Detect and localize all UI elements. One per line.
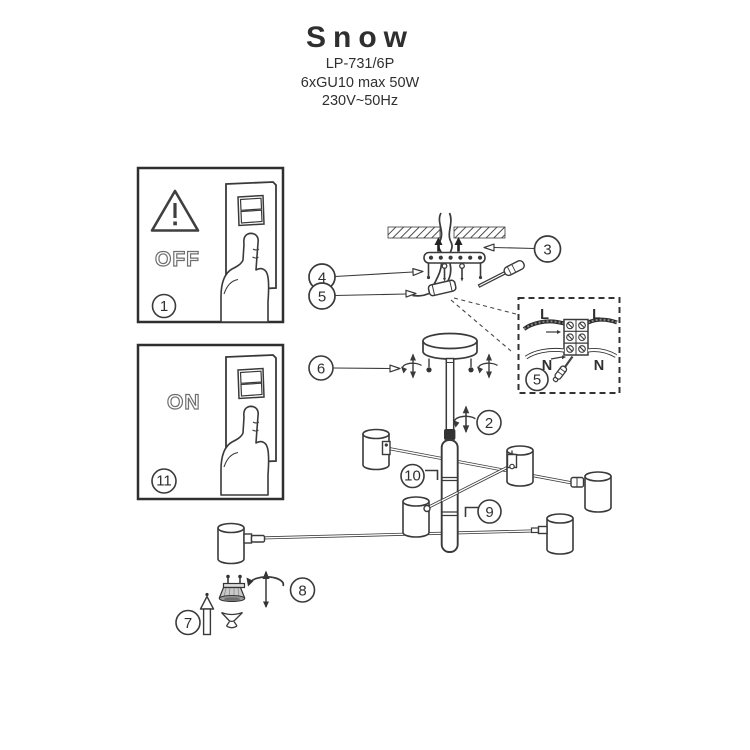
lamp-shade-3	[584, 471, 612, 513]
callout-6: 6	[308, 355, 401, 381]
callout-10: 10	[400, 463, 439, 489]
callout-11: 11	[151, 468, 177, 494]
callout-2: 2	[452, 404, 502, 436]
line-label-right: L	[592, 307, 601, 323]
voltage-spec: 230V~50Hz	[322, 93, 398, 109]
shade-mounts	[243, 440, 585, 544]
callout-4-number: 4	[318, 270, 326, 287]
light-switch-on	[220, 354, 277, 496]
lamp-shade-6	[546, 513, 574, 555]
wiring-detail-box: L L	[517, 297, 621, 394]
callout-5-number: 5	[318, 289, 326, 306]
callout-5-detail-number: 5	[533, 372, 541, 389]
wire-connector	[412, 263, 457, 297]
callout-1-number: 1	[160, 298, 168, 315]
callout-9-number: 9	[485, 504, 493, 521]
rotate-icon-left	[400, 352, 423, 380]
callout-7-number: 7	[184, 615, 192, 632]
canopy-screw-right	[468, 358, 474, 373]
on-label: ON	[167, 391, 201, 414]
fixing-screw-up-arrows	[434, 237, 463, 252]
bulb-install-group: 7 8	[175, 570, 316, 636]
gu10-bulb-icon	[218, 574, 246, 603]
terminal-block	[563, 318, 589, 356]
callout-3: 3	[483, 235, 562, 263]
lamp-shade-4	[402, 496, 430, 538]
rotate-icon-rod	[452, 404, 477, 434]
off-label: OFF	[155, 248, 200, 271]
mains-wires	[437, 212, 453, 255]
twist-arrow-icon	[246, 570, 285, 608]
canopy-top	[422, 332, 478, 350]
ceiling-left	[387, 226, 441, 239]
insert-arrow-neutral	[550, 355, 566, 360]
callout-8: 8	[246, 570, 316, 608]
neutral-label-left: N	[542, 358, 552, 374]
rod-coupler	[444, 429, 456, 440]
neutral-label-right: N	[594, 358, 604, 374]
callout-2-number: 2	[485, 415, 493, 432]
model-number: LP-731/6P	[326, 56, 395, 72]
ceiling-right	[453, 226, 506, 239]
ceiling-assembly: 3 4 5	[308, 212, 562, 352]
bracket-screws	[426, 263, 483, 282]
down-rod	[445, 357, 455, 432]
mounting-bracket	[423, 251, 486, 264]
fixture-body: 10 9	[217, 428, 612, 565]
arm-upper	[385, 446, 576, 485]
callout-5-detail: 5	[525, 367, 549, 392]
mini-screwdriver-icon	[552, 355, 574, 383]
callout-6-number: 6	[317, 361, 325, 378]
product-title: Snow	[306, 21, 414, 54]
arm-lower	[239, 529, 551, 540]
arm-middle-over-column	[441, 491, 459, 503]
callout-8-number: 8	[298, 583, 306, 600]
detail-leader-top	[453, 297, 517, 315]
callout-5: 5	[308, 282, 417, 310]
callout-11-number: 11	[156, 473, 172, 490]
header: Snow LP-731/6P 6xGU10 max 50W 230V~50Hz	[301, 21, 420, 109]
step-on-panel: ON 11	[136, 343, 285, 501]
step-off-panel: OFF 1	[136, 166, 285, 324]
live-wire-left	[522, 319, 566, 331]
line-label-left: L	[540, 307, 549, 323]
column-joints	[441, 476, 458, 517]
lamp-shade-5	[217, 522, 245, 565]
socket-icon	[221, 611, 243, 629]
insert-arrow-live	[546, 330, 561, 334]
push-up-arrow-icon	[199, 592, 215, 636]
detail-leader-bottom	[450, 299, 512, 352]
lamp-spec: 6xGU10 max 50W	[301, 75, 420, 91]
rotate-icon-right	[476, 352, 499, 380]
callout-10-number: 10	[404, 468, 421, 485]
canopy-screw-left	[426, 358, 432, 373]
callout-3-number: 3	[543, 242, 551, 259]
arm-middle	[423, 462, 515, 511]
warning-triangle-icon	[150, 189, 200, 232]
callout-9: 9	[464, 499, 502, 524]
callout-1: 1	[151, 293, 177, 319]
callout-7: 7	[175, 592, 215, 636]
light-switch-off	[220, 181, 277, 323]
screwdriver-icon	[477, 259, 525, 288]
canopy-assembly: 6 2	[308, 332, 502, 440]
